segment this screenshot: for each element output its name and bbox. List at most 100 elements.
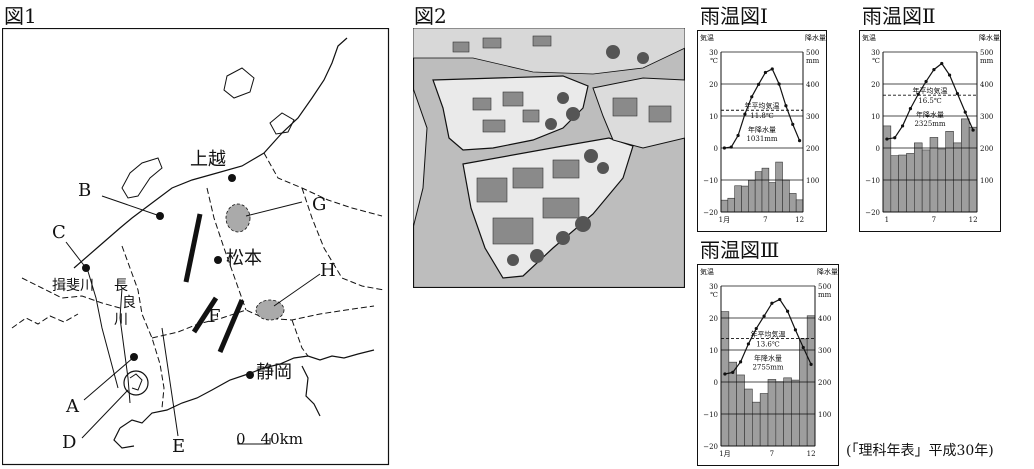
right-tick-label: 200 (818, 379, 831, 387)
chart-3-title: 雨温図Ⅲ (700, 238, 780, 262)
temperature-point (778, 297, 782, 302)
precip-bar (795, 199, 804, 213)
temperature-point (793, 328, 798, 332)
precip-bar (953, 142, 962, 213)
precip-bar (767, 379, 777, 447)
precip-bar (768, 182, 776, 213)
precip-bar (914, 142, 923, 213)
temperature-point (722, 146, 727, 150)
precip-bar (736, 374, 745, 447)
joetsu-label: 上越 (190, 149, 226, 170)
left-axis-title: 気温 (700, 267, 714, 276)
temperature-point (940, 61, 944, 66)
precip-bar (890, 155, 899, 213)
right-tick-label: 100 (980, 177, 993, 185)
left-axis-unit: ℃ (872, 57, 880, 65)
temperature-point (885, 137, 889, 141)
left-axis-title: 気温 (862, 33, 876, 42)
shizuoka-dot (246, 371, 254, 379)
temperature-point (784, 104, 788, 108)
left-tick-label: −20 (703, 209, 718, 217)
left-tick-label: 30 (709, 283, 718, 291)
x-tick-label: 12 (969, 216, 978, 224)
temperature-point (785, 309, 790, 313)
temperature-point (777, 82, 781, 86)
nagara-label-2: 良 (122, 295, 136, 311)
right-axis-title: 降水量 (979, 33, 1000, 42)
temperature-point (754, 326, 758, 331)
right-tick-label: 400 (806, 81, 819, 89)
precip-bar (937, 148, 946, 213)
precip-bar (720, 311, 730, 447)
mean-temp-value: 11.8℃ (750, 112, 774, 120)
mean-temp-label: 年平均気温 (745, 101, 780, 110)
left-tick-label: 30 (871, 49, 880, 57)
temperature-point (797, 139, 802, 143)
left-tick-label: 20 (709, 315, 718, 323)
temperature-point (723, 372, 727, 376)
nagara-label-3: 川 (114, 312, 128, 328)
scale-bar-label: 0 40km (236, 430, 303, 448)
chart-2-title: 雨温図Ⅱ (862, 4, 936, 28)
precip-total-value: 1031mm (746, 135, 777, 143)
right-tick-label: 300 (806, 113, 819, 121)
precip-bar (806, 315, 816, 447)
precip-total-value: 2325mm (914, 120, 945, 128)
left-tick-label: 20 (871, 81, 880, 89)
left-tick-label: 0 (876, 145, 880, 153)
climate-chart-3: 気温降水量30℃20100−10−20500mm400300200100年平均気… (697, 264, 839, 466)
x-tick-label: 7 (763, 216, 767, 224)
temperature-point (809, 362, 813, 366)
left-tick-label: 0 (714, 145, 718, 153)
temperature-point (900, 124, 905, 128)
left-axis-unit: ℃ (710, 291, 718, 299)
temperature-point (924, 79, 928, 84)
mean-temp-value: 13.6℃ (756, 340, 780, 348)
right-axis-unit: mm (818, 291, 832, 299)
label-B: B (78, 180, 91, 201)
precip-bar (748, 180, 756, 213)
temperature-point (963, 110, 967, 114)
fig2-title: 図2 (414, 4, 447, 28)
right-axis-unit: mm (980, 57, 994, 65)
left-tick-label: −10 (703, 411, 718, 419)
temperature-point (916, 92, 920, 96)
label-A: A (65, 396, 80, 417)
left-axis-title: 気温 (700, 33, 714, 42)
x-tick-label: 1月 (719, 450, 730, 458)
precip-bar (720, 199, 729, 213)
left-tick-label: −10 (703, 177, 718, 185)
temperature-point (756, 82, 761, 86)
climate-chart-1: 気温降水量30℃20100−10−20500mm400300200100年平均気… (697, 30, 827, 232)
label-H: H (320, 260, 336, 281)
nagara-label-1: 長 (114, 278, 128, 294)
x-tick-label: 7 (932, 216, 936, 224)
right-tick-label: 400 (818, 315, 831, 323)
right-tick-label: 300 (980, 113, 993, 121)
left-tick-label: 0 (714, 379, 718, 387)
left-tick-label: 10 (871, 113, 880, 121)
label-G: G (312, 194, 326, 215)
precip-total-label: 年降水量 (754, 353, 782, 362)
precip-total-value: 2755mm (752, 363, 783, 371)
precip-bar (921, 149, 931, 213)
precip-bar (782, 179, 790, 213)
temperature-point (770, 67, 774, 71)
temperature-line (724, 298, 812, 375)
left-tick-label: 10 (709, 113, 718, 121)
x-tick-label: 7 (770, 450, 774, 458)
precip-bar (727, 197, 735, 213)
precip-bar (968, 126, 978, 213)
mean-temp-value: 16.5℃ (918, 97, 942, 105)
right-axis-title: 降水量 (817, 267, 838, 276)
ibigawa-label: 揖斐川 (52, 278, 94, 294)
temperature-point (770, 301, 774, 305)
precip-bar (775, 161, 783, 213)
right-tick-label: 500 (980, 49, 993, 57)
fig2-illustration (413, 28, 685, 288)
label-F: F (208, 306, 221, 327)
left-tick-label: 30 (709, 49, 718, 57)
left-tick-label: 10 (709, 347, 718, 355)
left-tick-label: −20 (865, 209, 880, 217)
